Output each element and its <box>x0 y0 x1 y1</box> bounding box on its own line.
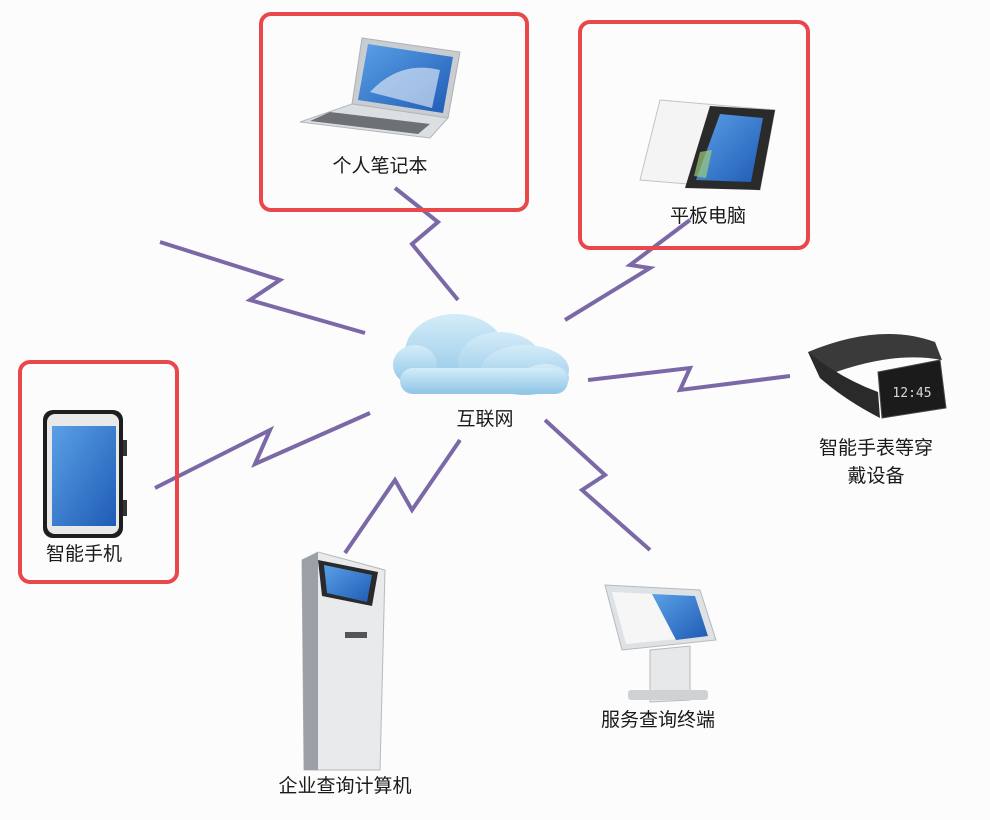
smartwatch-icon: 12:45 <box>808 334 947 419</box>
label-laptop: 个人笔记本 <box>332 155 427 177</box>
link-wearable <box>587 365 791 393</box>
link-smartphone <box>154 411 371 490</box>
label-service-terminal: 服务查询终端 <box>601 709 715 731</box>
link-upper-left <box>159 240 366 335</box>
highlight-smartphone <box>18 360 179 584</box>
label-wearable-line1: 智能手表等穿 <box>819 437 933 459</box>
label-smartphone: 智能手机 <box>46 543 122 565</box>
service-terminal-icon <box>604 584 717 703</box>
tablet-icon <box>639 99 776 191</box>
label-tablet: 平板电脑 <box>670 205 746 227</box>
laptop-icon <box>299 37 461 139</box>
link-laptop <box>393 186 460 302</box>
watch-time: 12:45 <box>892 386 931 401</box>
highlight-tablet <box>578 20 810 250</box>
enterprise-kiosk-icon <box>301 551 386 771</box>
label-wearable-line2: 戴设备 <box>847 465 904 487</box>
cloud-icon <box>393 314 569 395</box>
link-service-terminal <box>543 418 652 552</box>
label-enterprise-kiosk: 企业查询计算机 <box>278 775 411 797</box>
link-enterprise-kiosk <box>343 438 462 555</box>
center-label: 互联网 <box>456 408 513 430</box>
highlight-laptop <box>259 12 529 212</box>
smartphone-icon <box>43 410 127 538</box>
link-tablet <box>563 218 692 322</box>
connection-lines <box>154 186 791 555</box>
